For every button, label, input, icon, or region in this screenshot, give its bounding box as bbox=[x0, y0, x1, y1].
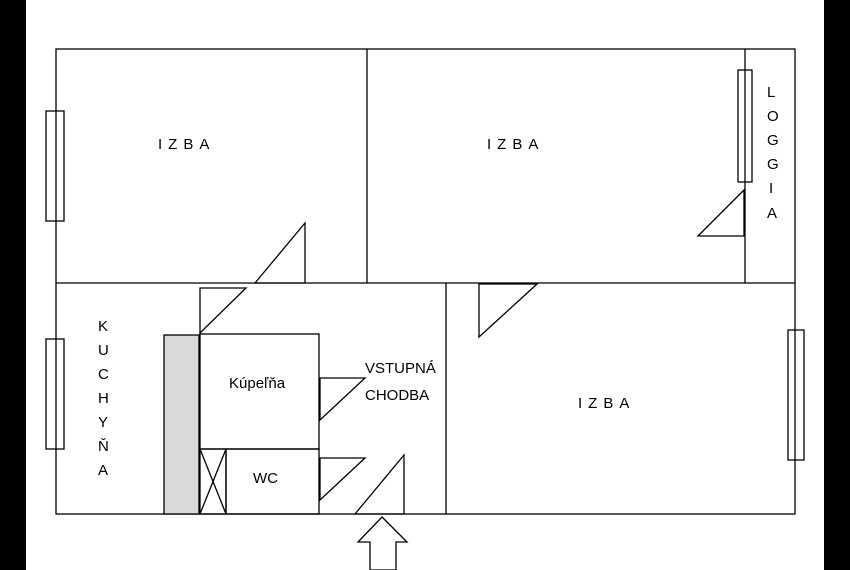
bathroom-label: Kúpeľňa bbox=[229, 375, 286, 392]
window-kitchen bbox=[45, 338, 65, 450]
kitchen-letter: U bbox=[98, 342, 109, 359]
room-label-top-right: IZBA bbox=[487, 136, 544, 153]
kitchen-label: K U C H Y Ň A bbox=[98, 318, 109, 479]
door-bottom-right-room bbox=[478, 283, 539, 339]
door-kitchen bbox=[199, 287, 248, 335]
kitchen-letter: A bbox=[98, 462, 108, 479]
door-loggia bbox=[696, 188, 745, 237]
kitchen-letter: Y bbox=[98, 414, 108, 431]
window-loggia bbox=[737, 69, 753, 183]
outer-wall bbox=[55, 48, 796, 515]
shaft-gray-block bbox=[163, 334, 200, 515]
kitchen-letter: C bbox=[98, 366, 109, 383]
loggia-letter: G bbox=[767, 132, 779, 149]
kitchen-letter: K bbox=[98, 318, 108, 335]
door-entrance bbox=[353, 453, 405, 515]
loggia-letter: L bbox=[767, 84, 775, 101]
hallway-label-line2: CHODBA bbox=[365, 387, 429, 404]
paper bbox=[26, 0, 824, 570]
hallway-label-line1: VSTUPNÁ bbox=[365, 360, 436, 377]
window-bottom-right bbox=[787, 329, 805, 461]
kitchen-letter: H bbox=[98, 390, 109, 407]
door-bathroom bbox=[319, 377, 367, 422]
room-label-top-left: IZBA bbox=[158, 136, 215, 153]
door-wc bbox=[319, 457, 367, 502]
entrance-arrow-icon bbox=[356, 516, 409, 570]
room-label-bottom-right: IZBA bbox=[578, 395, 635, 412]
window-top-left bbox=[45, 110, 65, 222]
installation-shaft bbox=[199, 448, 227, 515]
loggia-letter: G bbox=[767, 156, 779, 173]
door-top-left-room bbox=[253, 221, 306, 284]
loggia-letter: O bbox=[767, 108, 779, 125]
loggia-letter: A bbox=[767, 205, 777, 222]
loggia-letter: I bbox=[769, 180, 773, 197]
loggia-label: L O G G I A bbox=[767, 84, 779, 222]
wc-label: WC bbox=[253, 470, 278, 487]
shaft-cross-2 bbox=[199, 448, 227, 515]
kitchen-letter: Ň bbox=[98, 438, 109, 455]
